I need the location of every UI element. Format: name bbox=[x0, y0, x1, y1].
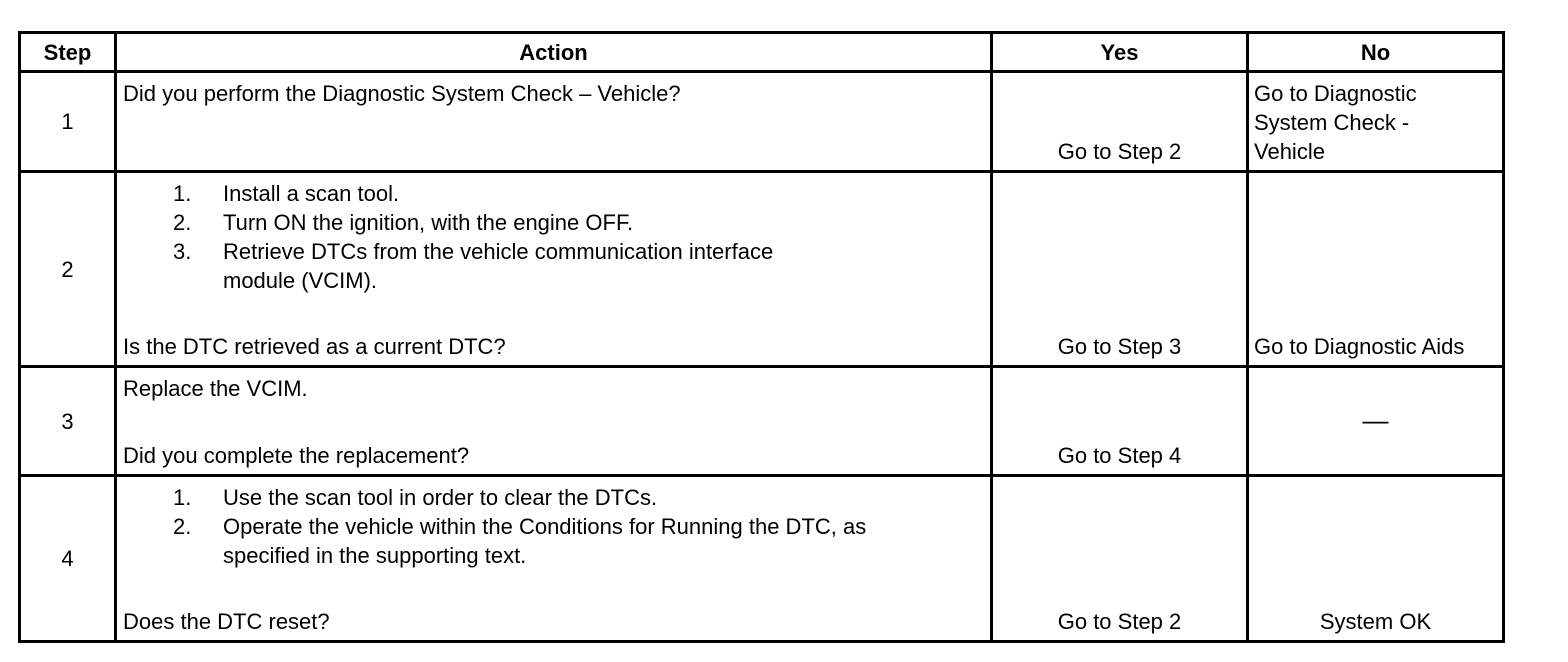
no-cell: Go to Diagnostic System Check - Vehicle bbox=[1246, 70, 1505, 173]
action-cell: Did you perform the Diagnostic System Ch… bbox=[114, 70, 993, 173]
yes-cell: Go to Step 2 bbox=[990, 474, 1249, 643]
table-row: 3 Replace the VCIM. Did you complete the… bbox=[18, 365, 1505, 477]
action-question: Does the DTC reset? bbox=[123, 609, 330, 634]
no-cell: Go to Diagnostic Aids bbox=[1246, 170, 1505, 368]
step-number: 2 bbox=[18, 170, 117, 368]
list-item-text: Use the scan tool in order to clear the … bbox=[223, 485, 658, 510]
action-question: Did you complete the replacement? bbox=[123, 443, 470, 468]
list-item: 1. Install a scan tool. bbox=[123, 179, 984, 208]
step-number: 3 bbox=[18, 365, 117, 477]
list-item-number: 2. bbox=[173, 210, 192, 235]
action-question: Is the DTC retrieved as a current DTC? bbox=[123, 334, 506, 359]
header-action: Action bbox=[114, 31, 993, 73]
no-cell: — bbox=[1246, 365, 1505, 477]
list-item-text: Turn ON the ignition, with the engine OF… bbox=[223, 210, 634, 235]
list-item: 3. Retrieve DTCs from the vehicle commun… bbox=[123, 237, 984, 295]
header-no: No bbox=[1246, 31, 1505, 73]
list-item: 2. Operate the vehicle within the Condit… bbox=[123, 512, 984, 570]
yes-cell: Go to Step 4 bbox=[990, 365, 1249, 477]
list-item: 1. Use the scan tool in order to clear t… bbox=[123, 483, 984, 512]
action-cell: 1. Use the scan tool in order to clear t… bbox=[114, 474, 993, 643]
action-cell: Replace the VCIM. Did you complete the r… bbox=[114, 365, 993, 477]
list-item-text: Install a scan tool. bbox=[223, 181, 400, 206]
header-yes: Yes bbox=[990, 31, 1249, 73]
action-cell: 1. Install a scan tool. 2. Turn ON the i… bbox=[114, 170, 993, 368]
step-number: 1 bbox=[18, 70, 117, 173]
list-item-number: 3. bbox=[173, 239, 192, 264]
action-steps-list: 1. Use the scan tool in order to clear t… bbox=[123, 483, 984, 570]
list-item-number: 1. bbox=[173, 485, 192, 510]
list-item-text: Retrieve DTCs from the vehicle communica… bbox=[223, 239, 774, 293]
action-steps-list: 1. Install a scan tool. 2. Turn ON the i… bbox=[123, 179, 984, 295]
list-item-number: 2. bbox=[173, 514, 192, 539]
yes-cell: Go to Step 2 bbox=[990, 70, 1249, 173]
action-text: Did you perform the Diagnostic System Ch… bbox=[123, 81, 681, 106]
step-number: 4 bbox=[18, 474, 117, 643]
yes-cell: Go to Step 3 bbox=[990, 170, 1249, 368]
header-row: Step Action Yes No bbox=[18, 31, 1505, 73]
diagnostic-table: Step Action Yes No 1 Did you perform the… bbox=[18, 31, 1505, 643]
list-item-number: 1. bbox=[173, 181, 192, 206]
header-step: Step bbox=[18, 31, 117, 73]
list-item: 2. Turn ON the ignition, with the engine… bbox=[123, 208, 984, 237]
not-applicable-dash: — bbox=[1362, 405, 1389, 435]
table-row: 4 1. Use the scan tool in order to clear… bbox=[18, 474, 1505, 643]
table-row: 2 1. Install a scan tool. 2. Turn ON the… bbox=[18, 170, 1505, 368]
no-cell: System OK bbox=[1246, 474, 1505, 643]
table-row: 1 Did you perform the Diagnostic System … bbox=[18, 70, 1505, 173]
list-item-text: Operate the vehicle within the Condition… bbox=[223, 514, 867, 568]
action-text: Replace the VCIM. bbox=[123, 376, 308, 401]
